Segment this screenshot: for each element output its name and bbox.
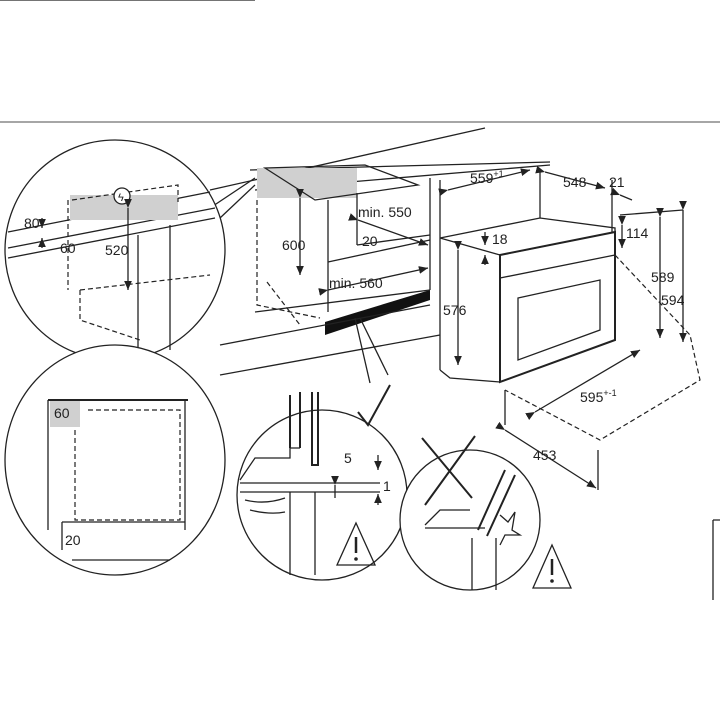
warning-icon (335, 521, 377, 566)
kitchen-cabinet: 600 min. 550 20 min. 560 (0, 0, 551, 376)
checkmark-icon (357, 384, 391, 427)
dim-5: 5 (344, 450, 352, 466)
dim-60: 60 (60, 240, 76, 256)
dim-589: 589 (651, 269, 675, 285)
dim-548: 548 (563, 174, 587, 190)
dim-1: 1 (383, 478, 391, 494)
detail-side-circle: 60 20 (4, 344, 226, 576)
dim-559: 559+1 (470, 169, 504, 186)
dim-576: 576 (443, 302, 467, 318)
detail-top-circle: ϟ 80 60 520 (4, 139, 256, 361)
dim-453: 453 (533, 447, 557, 463)
dim-min-550: min. 550 (358, 204, 412, 220)
dim-60-side: 60 (54, 405, 70, 421)
cropped-figure-edge (712, 519, 720, 600)
dim-20: 20 (362, 233, 378, 249)
dim-min-560: min. 560 (329, 275, 383, 291)
dim-20-side: 20 (65, 532, 81, 548)
ventilation-gap (325, 290, 430, 335)
dim-21: 21 (609, 174, 625, 190)
lightning-icon: ϟ (118, 192, 124, 204)
detail-incorrect-circle (399, 435, 572, 591)
dim-594: 594 (661, 292, 685, 308)
cross-icon (421, 435, 476, 506)
dim-600: 600 (282, 237, 306, 253)
impact-icon (499, 511, 523, 546)
dim-114: 114 (626, 225, 649, 241)
dim-80: 80 (24, 215, 40, 231)
dim-520: 520 (105, 242, 129, 258)
dim-595: 595+-1 (580, 388, 617, 405)
dim-18: 18 (492, 231, 508, 247)
detail-correct-circle: 5 1 (236, 317, 408, 581)
warning-icon-2 (532, 543, 572, 589)
oven: 559+1 548 21 18 114 589 594 576 595+-1 4… (438, 165, 701, 490)
